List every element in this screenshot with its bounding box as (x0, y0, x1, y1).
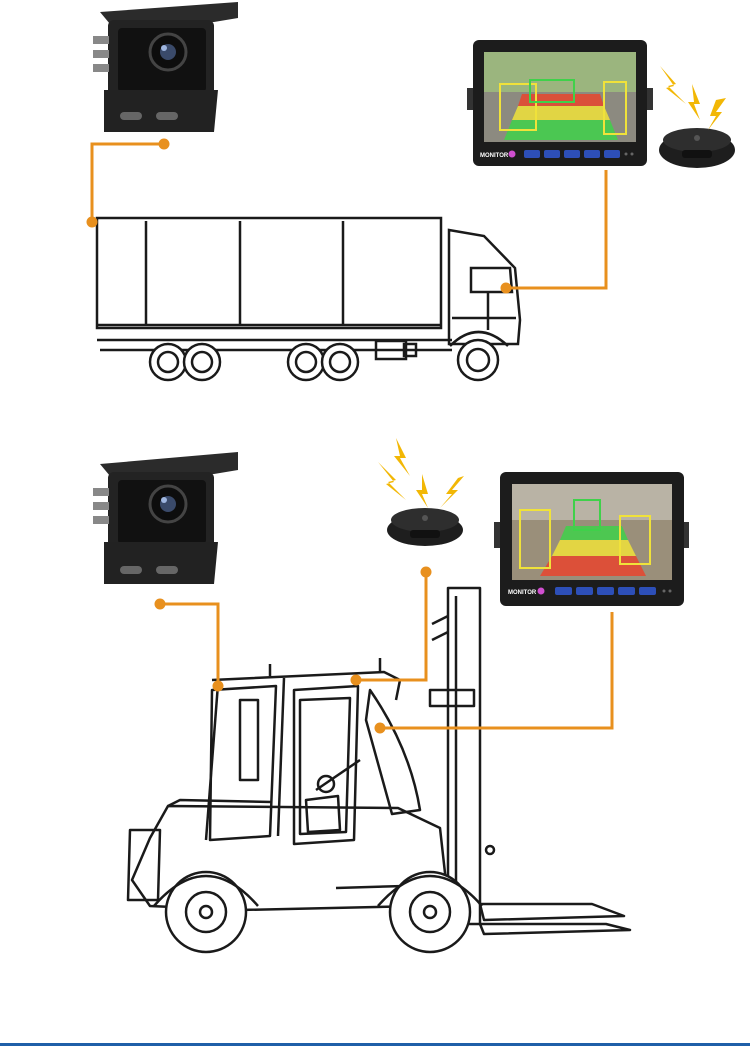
bottom-divider (0, 1043, 750, 1046)
left-button[interactable] (564, 150, 580, 158)
camera-connector (90, 142, 164, 222)
buzzer-alarm-icon (378, 438, 464, 546)
monitor-brand-label: MONITOR (508, 590, 537, 596)
monitor-brand-label: MONITOR (480, 153, 509, 159)
truck-monitor: MONITOR (467, 40, 653, 166)
truck-section: MONITOR (86, 2, 735, 382)
select-button[interactable] (618, 587, 635, 595)
forklift-connectors (160, 572, 614, 730)
left-button[interactable] (597, 587, 614, 595)
alarm-connector (356, 572, 428, 682)
buzzer-alarm-icon (659, 66, 735, 168)
right-button[interactable] (639, 587, 656, 595)
right-button[interactable] (604, 150, 620, 158)
rear-camera-icon (93, 452, 238, 584)
power-button[interactable] (508, 150, 516, 158)
truck-illustration (95, 216, 522, 382)
menu-button[interactable] (524, 150, 540, 158)
monitor-connector (506, 170, 608, 290)
power-button[interactable] (537, 587, 545, 595)
truck-connectors (90, 142, 608, 290)
monitor-connector (380, 612, 614, 730)
forklift-section: MONITOR (93, 438, 689, 954)
forklift-illustration (126, 586, 632, 954)
select-button[interactable] (584, 150, 600, 158)
mode-button[interactable] (544, 150, 560, 158)
rear-camera-icon (93, 2, 238, 132)
menu-button[interactable] (555, 587, 572, 595)
camera-connector (160, 602, 220, 686)
mode-button[interactable] (576, 587, 593, 595)
forklift-monitor: MONITOR (494, 472, 689, 606)
